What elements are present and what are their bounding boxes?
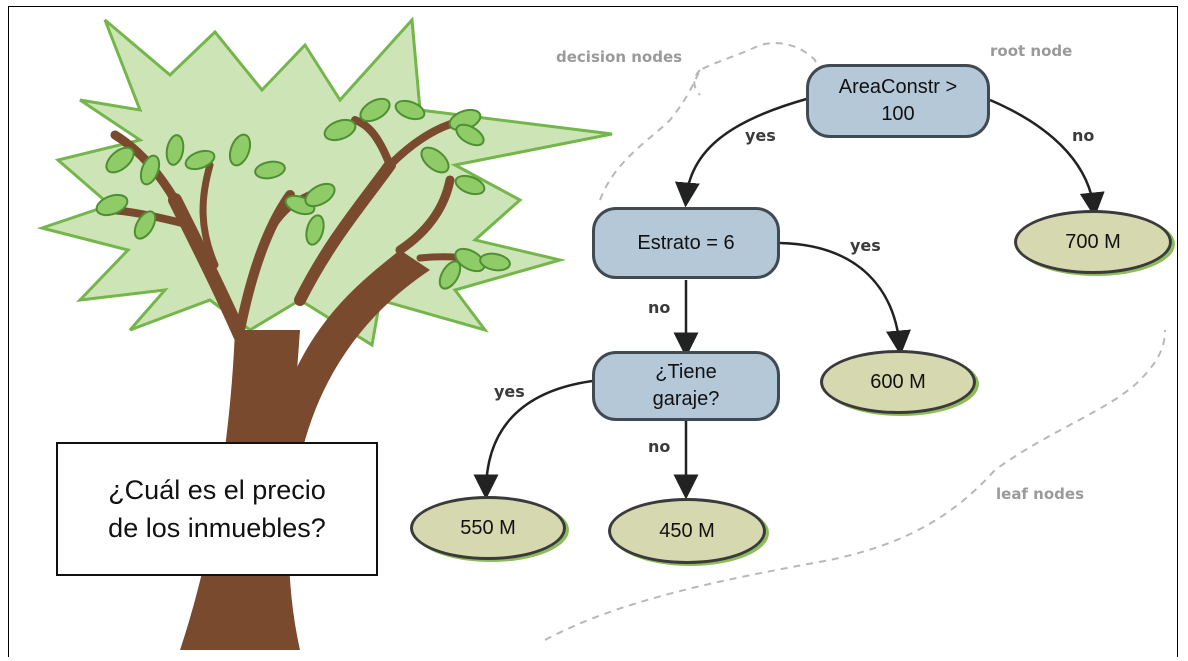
garaje-node-line1: ¿Tiene	[655, 361, 717, 383]
annotation-root-node: root node	[990, 42, 1073, 60]
leaf-nodes-bracket	[544, 329, 1166, 641]
edge-label-estrato-no: no	[648, 298, 671, 317]
question-box: ¿Cuál es el precio de los inmuebles?	[56, 442, 378, 576]
root-node-line1: AreaConstr >	[838, 76, 958, 98]
edge-label-garaje-yes: yes	[494, 382, 525, 401]
decision-nodes-tail	[693, 69, 701, 96]
tree-trunk-right	[270, 250, 430, 460]
decision-nodes-bracket	[599, 42, 831, 201]
question-line2: de los inmuebles?	[108, 513, 326, 543]
tree-canopy	[36, 16, 613, 348]
annotation-decision-nodes: decision nodes	[556, 48, 683, 66]
edge-label-estrato-yes: yes	[850, 236, 881, 255]
edge-estrato-yes	[779, 241, 911, 356]
leaf-450-label: 450 M	[659, 519, 715, 542]
root-node-line2: 100	[881, 103, 915, 125]
edge-label-root-yes: yes	[745, 126, 776, 145]
edge-garaje-yes	[473, 378, 601, 500]
leaf-node-600: 600 M	[820, 350, 976, 414]
edges	[473, 96, 1105, 500]
garaje-node-line2: garaje?	[652, 388, 720, 410]
question-line1: ¿Cuál es el precio	[108, 475, 326, 505]
leaf-700-label: 700 M	[1065, 230, 1121, 253]
annotation-leaf-nodes: leaf nodes	[996, 485, 1085, 503]
estrato-node-label: Estrato = 6	[637, 231, 735, 254]
annotation-curves	[544, 42, 1166, 641]
edge-label-garaje-no: no	[648, 437, 671, 456]
edge-root-yes	[674, 96, 811, 208]
edge-root-no	[989, 98, 1105, 218]
root-node: AreaConstr > 100	[806, 64, 990, 138]
leaf-600-label: 600 M	[870, 370, 926, 393]
estrato-node: Estrato = 6	[592, 207, 780, 279]
leaf-node-700: 700 M	[1014, 210, 1172, 274]
garaje-node: ¿Tiene garaje?	[592, 351, 780, 421]
border-frame	[8, 6, 1178, 657]
leaf-node-450: 450 M	[608, 498, 766, 564]
leaf-node-550: 550 M	[410, 496, 566, 560]
leaf-550-label: 550 M	[460, 516, 516, 539]
edge-label-root-no: no	[1072, 126, 1095, 145]
